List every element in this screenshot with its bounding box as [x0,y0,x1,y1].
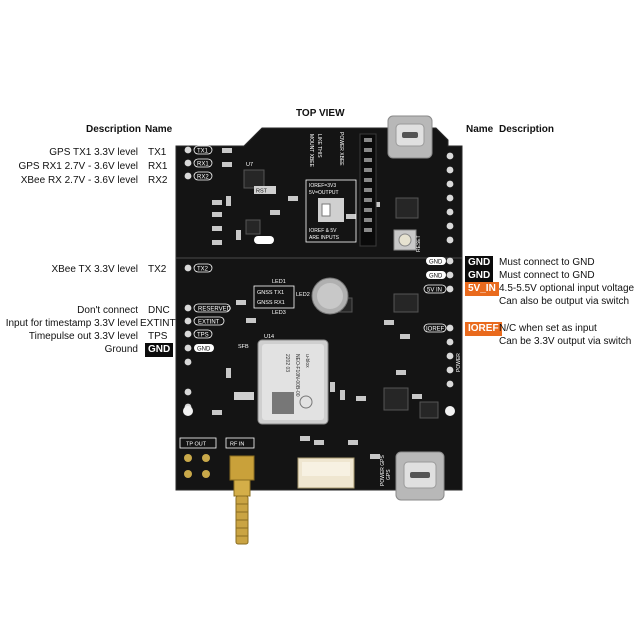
silk-tx1: TX1 [197,149,209,155]
ic-u11 [419,401,439,419]
usb-c-connector-bottom [395,451,445,501]
silk-led3: LED3 [272,310,286,316]
left-name-tx2: TX2 [148,264,167,275]
gnd-pad-top [254,236,274,244]
left-name-extint: EXTINT [140,318,176,329]
ic-u13 [245,219,261,235]
silk-gnss-rx1: GNSS RX1 [257,300,285,306]
silk-gnd-r1: GND [429,260,443,266]
left-desc-extint: Input for timestamp 3.3V level [5,318,138,329]
left-name-dnc: DNC [148,305,170,316]
right-desc-gnd-1: Must connect to GND [499,257,595,268]
silk-ioref-switch-4: ARE INPUTS [309,235,340,241]
left-header-name: Name [145,124,173,135]
left-name-tps: TPS [148,331,168,342]
left-desc-rx1: GPS RX1 2.7V - 3.6V level [18,161,138,172]
right-name-gnd-1: GND [465,256,494,270]
ioref-switch-box [305,179,357,243]
right-header-description: Description [499,124,555,135]
gnss-module [257,339,329,425]
sma-connector [229,455,255,545]
mounting-holes [183,406,455,416]
silk-rx2: RX2 [197,175,209,181]
module-label-3: u-blox [304,354,310,368]
tp-out-pads [184,454,210,478]
silk-extint: EXTINT [198,320,220,326]
left-header-description: Description [86,124,142,135]
left-name-rx2: RX2 [148,175,168,186]
right-desc-gnd-2: Must connect to GND [499,270,595,281]
silk-power-gps: POWER GPS [380,454,386,486]
silk-gnd: GND [197,347,211,353]
silk-gnd-r2: GND [429,274,443,280]
right-desc-ioref-2: Can be 3.3V output via switch [499,336,632,347]
silk-tp-out: TP OUT [186,442,207,448]
silk-like-this: LIKE THIS [316,134,322,158]
right-desc-5v-in: 4.5-5.5V optional input voltage [499,283,635,294]
right-name-ioref: IOREF [465,322,502,336]
silk-tx2: TX2 [197,267,209,273]
reset-button [393,229,417,251]
ic-u12 [395,197,419,219]
right-name-5v-in: 5V_IN [465,282,499,296]
silk-rf-in: RF IN [230,442,244,448]
jst-connector [297,457,355,489]
module-label-2: 2202 03 [284,354,290,372]
ic-u4 [383,387,409,411]
right-desc-ioref: N/C when set as input [499,323,597,334]
passive-components [212,148,422,459]
left-name-rx1: RX1 [148,161,168,172]
ic-u5 [393,293,419,313]
left-desc-dnc: Don't connect [77,305,138,316]
silk-tps: TPS [197,333,209,339]
silk-5v-in: 5V IN [427,288,442,294]
silk-ioref-switch-1: IOREF=3V3 [309,183,336,189]
silk-reset: RESET [416,235,422,252]
silk-ioref-switch-3: IOREF & 5V [309,228,337,234]
ioref-switch-knob [321,203,331,217]
rst-pads [234,186,276,400]
silk-gnss-tx1: GNSS TX1 [257,290,284,296]
left-pin-header [184,146,192,411]
left-desc-tx2: XBee TX 3.3V level [51,264,138,275]
right-header-name: Name [466,124,494,135]
right-name-gnd-2: GND [465,269,494,283]
module-label-1: NEO-F10N-00B-00 [294,354,300,397]
silk-u14: U14 [264,334,274,340]
silk-rx1: RX1 [197,162,209,168]
silk-led1: LED1 [272,279,286,285]
silk-ioref-switch-2: 5V=OUTPUT [309,190,339,196]
silk-led2: LED2 [296,292,310,298]
xbee-socket-pins [364,138,372,232]
silk-ioref: IOREF [426,327,445,333]
left-desc-rx2: XBee RX 2.7V - 3.6V level [20,175,138,186]
silk-rst: RST [256,189,268,195]
left-desc-tps: Timepulse out 3.3V level [28,331,138,342]
usb-c-connector-top [387,115,433,159]
title: TOP VIEW [296,108,345,119]
silk-mount-xbee: MOUNT XBEE [308,134,314,168]
silk-power: POWER [456,353,462,372]
ic-u7 [243,169,265,189]
silk-power-xbee: POWER XBEE [338,132,344,166]
right-desc-5v-in-2: Can also be output via switch [499,296,630,307]
silk-sfb: SFB [238,344,249,350]
left-name-gnd: GND [145,343,174,357]
backup-battery [311,277,349,315]
left-desc-gnd: Ground [104,344,138,355]
silk-reserved: RESERVED [198,307,232,313]
right-pin-header [446,152,454,388]
silk-u7: U7 [246,162,253,168]
left-desc-tx1: GPS TX1 3.3V level [49,147,138,158]
silk-gps: GPS [386,469,392,480]
left-name-tx1: TX1 [148,147,167,158]
